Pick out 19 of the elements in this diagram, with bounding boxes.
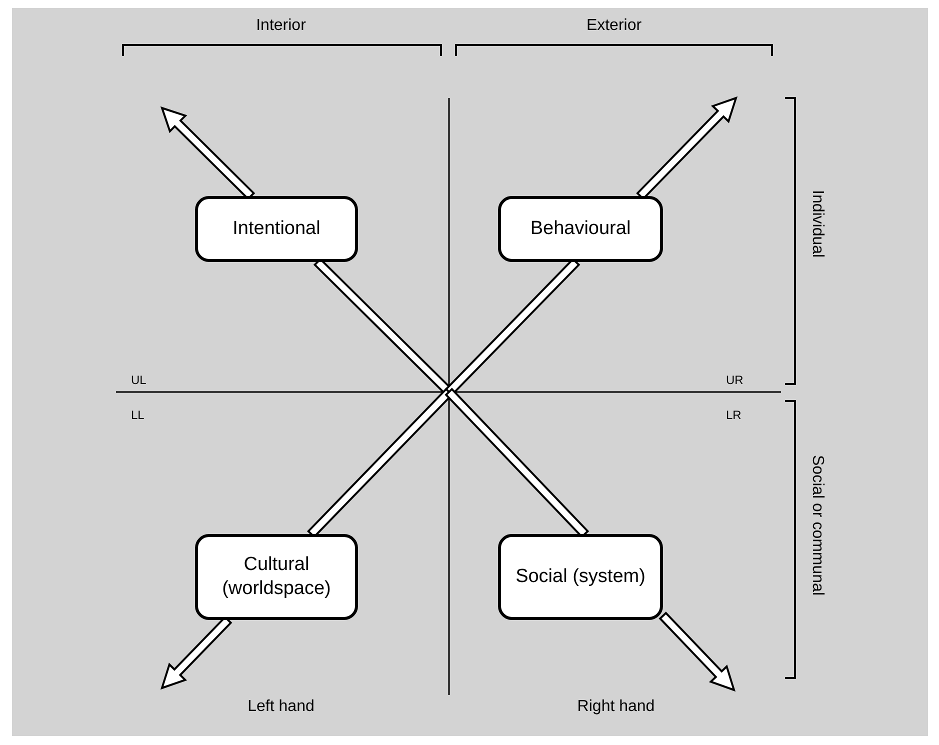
rounded-box	[498, 534, 663, 620]
quadrant-label: LR	[726, 407, 742, 424]
axis-label: Interior	[256, 16, 306, 36]
axis-label: Left hand	[248, 697, 314, 717]
box-label: Intentional	[232, 217, 320, 241]
quadrant-label: LL	[131, 407, 144, 424]
rounded-box	[195, 196, 358, 262]
rounded-box	[498, 196, 663, 262]
axis-label: Exterior	[586, 16, 642, 36]
arrow	[658, 612, 736, 692]
quadrant-label: UR	[726, 372, 744, 389]
box-label: Behavioural	[530, 217, 631, 241]
box-label: Cultural (worldspace)	[221, 553, 332, 601]
axis-label: Social or communal	[808, 455, 827, 596]
quadrant-label: UL	[131, 372, 146, 389]
box-label: Social (system)	[516, 565, 646, 589]
axis-label: Individual	[808, 190, 827, 258]
axis-label: Right hand	[577, 697, 655, 717]
rounded-box	[195, 534, 358, 620]
